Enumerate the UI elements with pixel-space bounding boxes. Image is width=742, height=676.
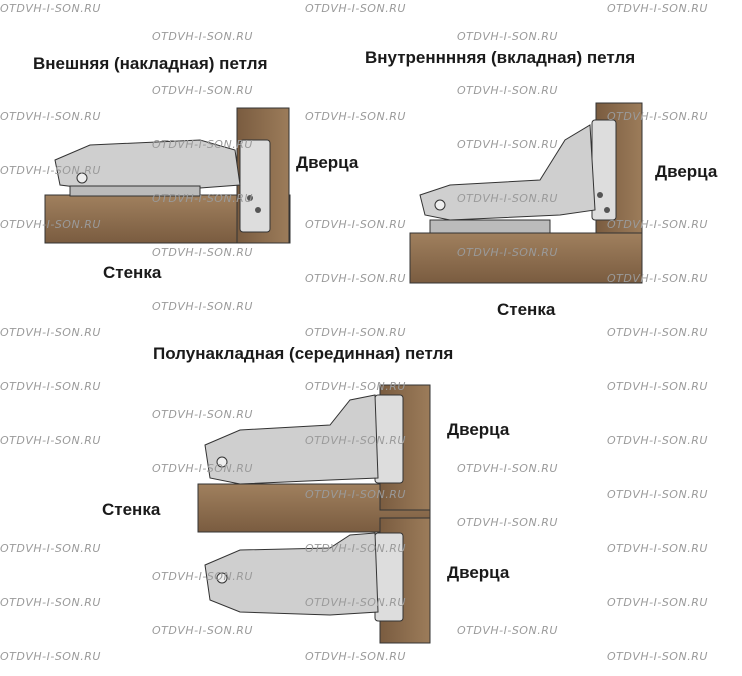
watermark-text: OTDVH-I-SON.RU bbox=[607, 218, 708, 231]
watermark-text: OTDVH-I-SON.RU bbox=[152, 138, 253, 151]
inset-hinge-title: Внутренннняя (вкладная) петля bbox=[365, 48, 636, 67]
hinge-arm-top bbox=[204, 394, 379, 485]
hinge-arm bbox=[419, 124, 596, 221]
watermark-text: OTDVH-I-SON.RU bbox=[152, 84, 253, 97]
hinge-arm-bottom bbox=[204, 532, 379, 616]
watermark-text: OTDVH-I-SON.RU bbox=[0, 326, 101, 339]
half-overlay-door-top-label: Дверца bbox=[447, 420, 510, 439]
watermark-text: OTDVH-I-SON.RU bbox=[305, 542, 406, 555]
watermark-text: OTDVH-I-SON.RU bbox=[305, 380, 406, 393]
hinge-cup-plate bbox=[239, 139, 271, 233]
overlay-door-label: Дверца bbox=[296, 153, 359, 172]
watermark-text: OTDVH-I-SON.RU bbox=[607, 542, 708, 555]
watermark-text: OTDVH-I-SON.RU bbox=[152, 30, 253, 43]
watermark-text: OTDVH-I-SON.RU bbox=[607, 380, 708, 393]
watermark-text: OTDVH-I-SON.RU bbox=[607, 110, 708, 123]
watermark-text: OTDVH-I-SON.RU bbox=[152, 408, 253, 421]
watermark-text: OTDVH-I-SON.RU bbox=[0, 164, 101, 177]
inset-hinge-drawing bbox=[409, 102, 643, 284]
overlay-wall-label: Стенка bbox=[103, 263, 162, 282]
watermark-text: OTDVH-I-SON.RU bbox=[0, 110, 101, 123]
inset-wall-label: Стенка bbox=[497, 300, 556, 319]
watermark-text: OTDVH-I-SON.RU bbox=[0, 542, 101, 555]
half-overlay-wall-label: Стенка bbox=[102, 500, 161, 519]
watermark-text: OTDVH-I-SON.RU bbox=[607, 326, 708, 339]
watermark-text: OTDVH-I-SON.RU bbox=[457, 84, 558, 97]
watermark-text: OTDVH-I-SON.RU bbox=[457, 516, 558, 529]
watermark-text: OTDVH-I-SON.RU bbox=[305, 596, 406, 609]
watermark-text: OTDVH-I-SON.RU bbox=[305, 434, 406, 447]
watermark-text: OTDVH-I-SON.RU bbox=[607, 488, 708, 501]
watermark-text: OTDVH-I-SON.RU bbox=[305, 2, 406, 15]
watermark-text: OTDVH-I-SON.RU bbox=[607, 434, 708, 447]
watermark-text: OTDVH-I-SON.RU bbox=[607, 2, 708, 15]
inset-door-label: Дверца bbox=[655, 162, 718, 181]
watermark-text: OTDVH-I-SON.RU bbox=[0, 2, 101, 15]
watermark-text: OTDVH-I-SON.RU bbox=[457, 246, 558, 259]
half-overlay-door-bottom-label: Дверца bbox=[447, 563, 510, 582]
watermark-text: OTDVH-I-SON.RU bbox=[152, 570, 253, 583]
mounting-plate bbox=[69, 185, 201, 197]
watermark-text: OTDVH-I-SON.RU bbox=[305, 110, 406, 123]
watermark-text: OTDVH-I-SON.RU bbox=[457, 462, 558, 475]
watermark-text: OTDVH-I-SON.RU bbox=[0, 218, 101, 231]
watermark-text: OTDVH-I-SON.RU bbox=[607, 272, 708, 285]
watermark-text: OTDVH-I-SON.RU bbox=[0, 380, 101, 393]
watermark-text: OTDVH-I-SON.RU bbox=[152, 624, 253, 637]
watermark-text: OTDVH-I-SON.RU bbox=[457, 192, 558, 205]
watermark-text: OTDVH-I-SON.RU bbox=[305, 272, 406, 285]
watermark-text: OTDVH-I-SON.RU bbox=[152, 246, 253, 259]
watermark-text: OTDVH-I-SON.RU bbox=[457, 624, 558, 637]
watermark-text: OTDVH-I-SON.RU bbox=[305, 488, 406, 501]
watermark-text: OTDVH-I-SON.RU bbox=[457, 138, 558, 151]
watermark-text: OTDVH-I-SON.RU bbox=[607, 596, 708, 609]
watermark-text: OTDVH-I-SON.RU bbox=[152, 300, 253, 313]
watermark-text: OTDVH-I-SON.RU bbox=[305, 650, 406, 663]
half-overlay-hinge-drawing bbox=[197, 384, 431, 644]
watermark-text: OTDVH-I-SON.RU bbox=[305, 218, 406, 231]
watermark-text: OTDVH-I-SON.RU bbox=[0, 434, 101, 447]
watermark-text: OTDVH-I-SON.RU bbox=[152, 192, 253, 205]
watermark-text: OTDVH-I-SON.RU bbox=[457, 30, 558, 43]
mounting-plate bbox=[429, 219, 551, 234]
overlay-hinge-title: Внешняя (накладная) петля bbox=[33, 54, 268, 73]
watermark-text: OTDVH-I-SON.RU bbox=[607, 650, 708, 663]
half-overlay-hinge-title: Полунакладная (серединная) петля bbox=[153, 344, 454, 363]
watermark-text: OTDVH-I-SON.RU bbox=[305, 326, 406, 339]
watermark-text: OTDVH-I-SON.RU bbox=[152, 462, 253, 475]
watermark-text: OTDVH-I-SON.RU bbox=[0, 596, 101, 609]
watermark-text: OTDVH-I-SON.RU bbox=[0, 650, 101, 663]
overlay-hinge-drawing bbox=[44, 107, 291, 244]
